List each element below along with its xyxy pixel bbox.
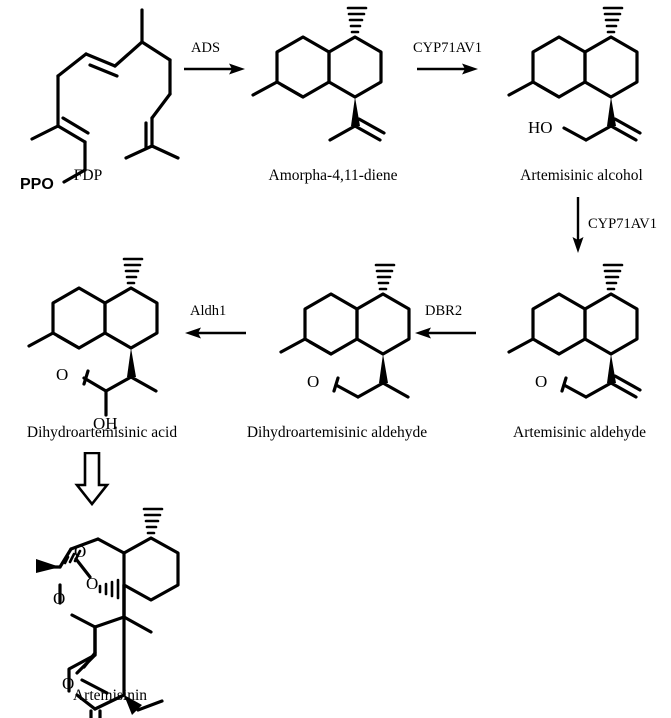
reaction-arrow-dbr2 xyxy=(414,325,478,341)
wedge-bond xyxy=(127,348,136,377)
reaction-arrow-cyp71av1-vertical xyxy=(569,196,587,254)
molecule-dihydroartemisinic-aldehyde: O xyxy=(279,263,444,413)
atom-label-o: O xyxy=(56,365,68,384)
reaction-arrow-cyp71av1-top xyxy=(416,61,480,77)
molecule-fdp: PPO xyxy=(18,8,203,193)
enzyme-label-dbr2: DBR2 xyxy=(425,303,463,319)
atom-label-o-acetal: O xyxy=(53,589,65,608)
hashed-bond xyxy=(374,263,396,291)
enzyme-label-cyp71av1-top: CYP71AV1 xyxy=(413,40,483,56)
wedge-bond xyxy=(351,97,360,126)
caption-amorpha-4-11-diene: Amorpha-4,11-diene xyxy=(268,167,398,184)
molecule-artemisinic-aldehyde: O xyxy=(507,263,671,413)
wedge-bond xyxy=(607,97,616,126)
molecule-artemisinin: O O O O O xyxy=(12,505,227,718)
atom-label-o-bridge: O xyxy=(74,542,86,561)
enzyme-label-ads: ADS xyxy=(191,40,221,56)
hashed-bond xyxy=(346,6,368,34)
hashed-bond-methyl-top xyxy=(142,507,164,535)
caption-dihydroartemisinic-aldehyde: Dihydroartemisinic aldehyde xyxy=(246,424,428,441)
caption-fdp: FDP xyxy=(73,167,103,184)
atom-label-oh: OH xyxy=(93,414,118,433)
molecule-amorpha-4-11-diene xyxy=(251,6,416,156)
atom-label-ho: HO xyxy=(528,118,553,137)
caption-artemisinin: Artemisinin xyxy=(72,687,148,704)
molecule-dihydroartemisinic-acid: O OH xyxy=(27,257,197,433)
caption-artemisinic-alcohol: Artemisinic alcohol xyxy=(520,167,643,184)
hashed-bond xyxy=(602,263,624,291)
enzyme-label-aldh1: Aldh1 xyxy=(190,303,227,319)
wedge-bond xyxy=(607,354,616,383)
hashed-bond-acetal xyxy=(63,549,82,565)
reaction-arrow-aldh1 xyxy=(184,325,248,341)
caption-dihydroartemisinic-acid: Dihydroartemisinic acid xyxy=(26,424,178,441)
caption-artemisinic-aldehyde: Artemisinic aldehyde xyxy=(513,424,646,441)
atom-label-ppo: PPO xyxy=(20,176,54,193)
wedge-bond-methyl-lactone xyxy=(124,695,142,715)
atom-label-o-peroxide: O xyxy=(86,574,98,593)
atom-label-o-lactone: O xyxy=(62,674,74,693)
wedge-bond-methyl-left xyxy=(36,559,60,573)
molecule-artemisinic-alcohol: HO xyxy=(507,6,671,156)
wedge-bond xyxy=(379,354,388,383)
reaction-arrow-ads xyxy=(183,61,247,77)
hashed-bond xyxy=(602,6,624,34)
atom-label-o: O xyxy=(307,372,319,391)
enzyme-label-cyp71av1-vertical: CYP71AV1 xyxy=(588,216,658,232)
hashed-bond-peroxide xyxy=(98,578,120,600)
reaction-arrow-hollow-to-artemisinin xyxy=(74,452,110,506)
hashed-bond xyxy=(122,257,144,285)
atom-label-o: O xyxy=(535,372,547,391)
